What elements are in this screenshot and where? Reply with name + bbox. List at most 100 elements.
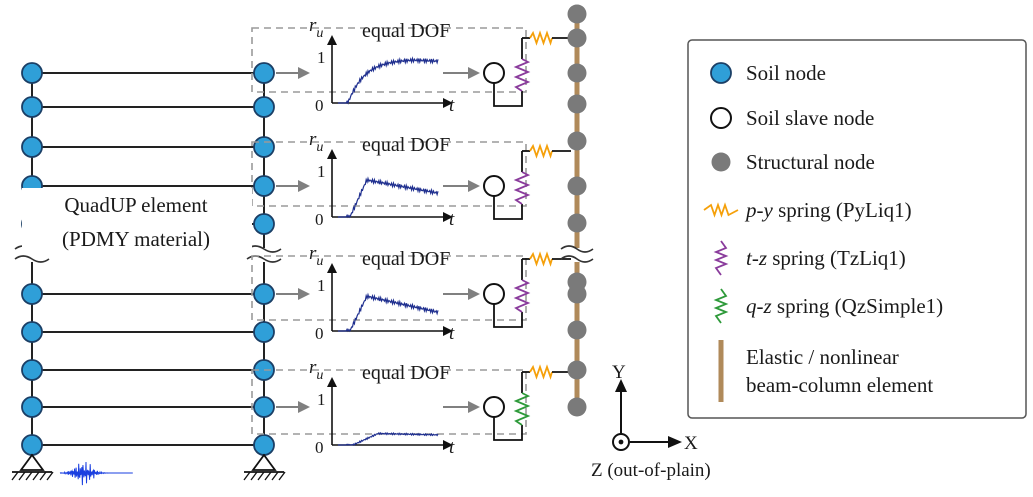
ground-hatch	[264, 471, 272, 481]
soil-node	[253, 62, 275, 84]
tick-label-one: 1	[317, 390, 326, 409]
ground-hatch	[39, 471, 47, 481]
pile-beam-column	[560, 4, 594, 417]
equal-dof-label: equal DOF	[362, 20, 450, 42]
ground-hatch	[46, 471, 54, 481]
soil-node	[21, 321, 43, 343]
pore-pressure-curve	[338, 292, 439, 333]
beam-column-symbol	[718, 340, 724, 402]
tick-label-zero: 0	[315, 96, 324, 115]
py-spring	[529, 143, 553, 159]
soil-node	[21, 396, 43, 418]
legend-item-beam-column: Elastic / nonlinear beam-column element	[718, 340, 933, 402]
structural-node	[567, 94, 587, 114]
equal-dof-label: equal DOF	[362, 362, 450, 384]
quad-label-line2: (PDMY material)	[62, 227, 210, 251]
ground-hatch	[32, 471, 40, 481]
tz-spring	[513, 58, 531, 92]
legend-item-soil-slave-node: Soil slave node	[710, 106, 874, 130]
equal-dof-label: equal DOF	[362, 134, 450, 156]
structural-node	[567, 176, 587, 196]
structural-node	[567, 63, 587, 83]
soil-node	[253, 283, 275, 305]
pile-break-mark	[560, 245, 594, 253]
legend-label-rest: spring (TzLiq1)	[767, 246, 906, 270]
soil-node	[21, 434, 43, 456]
qz-spring-symbol	[713, 288, 729, 324]
ground-hatch	[271, 471, 279, 481]
t-axis-arrow	[443, 440, 453, 450]
legend-item-qz-spring: q-z spring (QzSimple1)	[713, 288, 943, 324]
structural-node	[567, 131, 587, 151]
t-axis-label: t	[449, 95, 455, 116]
link-arrow-head	[468, 288, 480, 300]
link-arrow-head	[468, 401, 480, 413]
structural-node	[567, 284, 587, 304]
link-arrow-head	[298, 180, 310, 192]
legend-label-italic: q-z	[746, 294, 772, 318]
ru-subscript: u	[316, 140, 323, 155]
ru-axis-label: ru	[309, 129, 323, 155]
equal-dof-label: equal DOF	[362, 248, 450, 270]
legend-box	[687, 39, 1027, 419]
soil-node-symbol	[710, 62, 732, 84]
pore-pressure-curve	[338, 56, 439, 105]
structural-node	[567, 360, 587, 380]
ground-hatch	[25, 471, 33, 481]
pin-support	[19, 453, 45, 471]
column-break-mark	[14, 255, 50, 263]
pile-break-mark	[560, 255, 594, 263]
tick-label-one: 1	[317, 276, 326, 295]
legend-item-structural-node: Structural node	[711, 150, 875, 174]
legend-label: q-z spring (QzSimple1)	[746, 294, 943, 318]
soil-column-mesh	[11, 62, 286, 481]
t-axis-label: t	[449, 323, 455, 344]
soil-node	[253, 96, 275, 118]
link-arrow-head	[298, 67, 310, 79]
structural-node	[567, 320, 587, 340]
ru-axis-label: ru	[309, 243, 323, 269]
t-axis-arrow	[443, 212, 453, 222]
legend-label-line2: beam-column element	[746, 373, 933, 397]
x-axis-label: X	[684, 433, 698, 454]
soil-node	[253, 136, 275, 158]
legend-label-rest: spring (QzSimple1)	[772, 294, 943, 318]
soil-slave-node	[483, 283, 505, 305]
legend-label: p-y spring (PyLiq1)	[744, 198, 912, 222]
pore-pressure-curve	[338, 176, 439, 219]
ru-axis-arrow	[327, 35, 337, 45]
legend-label-rest: spring (PyLiq1)	[773, 198, 912, 222]
legend-item-py-spring: p-y spring (PyLiq1)	[703, 198, 912, 222]
link-arrow-head	[468, 67, 480, 79]
structural-node	[567, 4, 587, 24]
ru-axis-arrow	[327, 263, 337, 273]
soil-node	[21, 283, 43, 305]
soil-node	[253, 213, 275, 235]
quad-label-background	[22, 188, 252, 254]
ground-hatch	[250, 471, 258, 481]
ru-axis-label: ru	[309, 357, 323, 383]
tick-label-one: 1	[317, 48, 326, 67]
spring-connector	[493, 304, 523, 328]
link-arrow-head	[468, 180, 480, 192]
soil-node	[253, 396, 275, 418]
legend-label: Soil slave node	[746, 106, 874, 130]
z-axis-dot	[618, 439, 624, 445]
legend-label: Elastic / nonlinear	[746, 345, 899, 369]
py-spring	[529, 30, 553, 46]
tz-spring	[513, 171, 531, 205]
link-arrow-head	[298, 288, 310, 300]
tz-spring	[513, 279, 531, 313]
t-axis-arrow	[443, 326, 453, 336]
spring-connector	[493, 83, 523, 107]
ground-hatch	[18, 471, 26, 481]
ground-hatch	[278, 471, 286, 481]
pin-support	[251, 453, 277, 471]
quadup-label: QuadUP element (PDMY material)	[22, 188, 252, 254]
py-spring	[529, 251, 553, 267]
legend-label: Structural node	[746, 150, 875, 174]
soil-node	[253, 321, 275, 343]
